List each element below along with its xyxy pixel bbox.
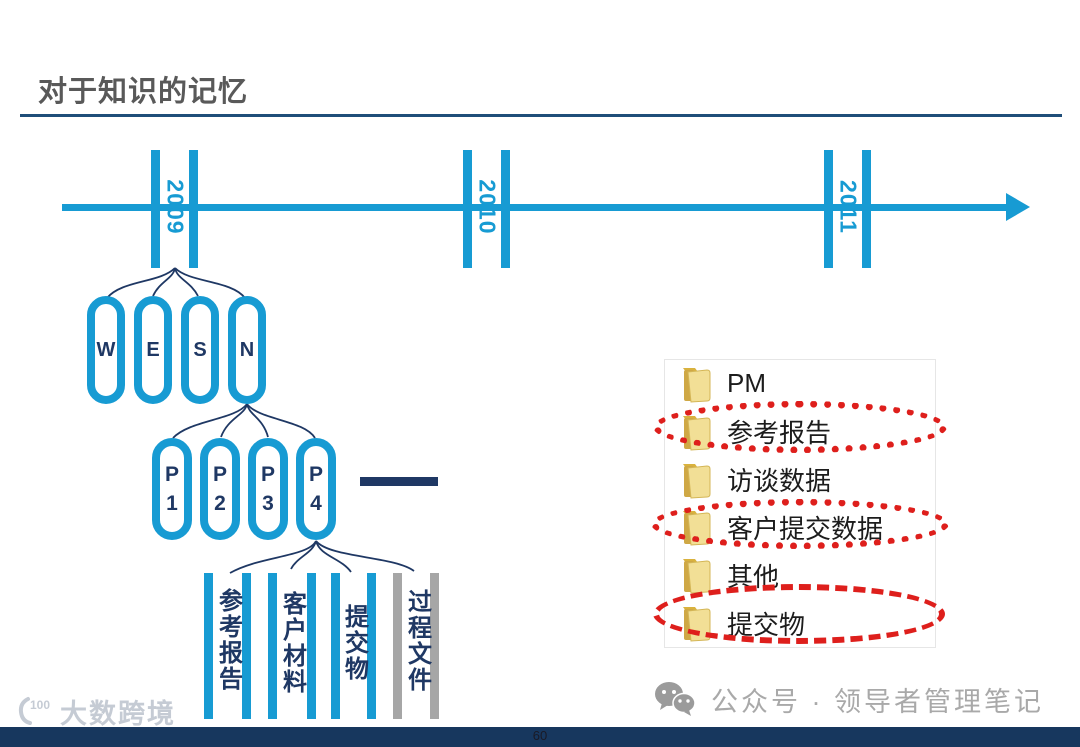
node-p1-number: 1 bbox=[166, 492, 178, 515]
node-w-label: W bbox=[96, 338, 116, 361]
timeline-tick bbox=[151, 150, 160, 268]
column-label-process-documents: 过程文件 bbox=[403, 589, 431, 693]
column-bar bbox=[268, 573, 277, 719]
node-n-label: N bbox=[239, 338, 255, 361]
year-label-2011: 2011 bbox=[835, 180, 862, 234]
column-bar bbox=[204, 573, 213, 719]
column-bar-gray bbox=[430, 573, 439, 719]
folder-item-interview-data[interactable]: 访谈数据 bbox=[665, 456, 935, 504]
node-p1: P 1 bbox=[152, 438, 192, 540]
brand-logo-icon: 100 bbox=[18, 696, 50, 725]
column-label-deliverables: 提交物 bbox=[340, 604, 368, 682]
page-title: 对于知识的记忆 bbox=[38, 76, 249, 108]
node-p3-number: 3 bbox=[262, 492, 274, 515]
page-number: 60 bbox=[532, 728, 548, 743]
bottom-border-bar bbox=[0, 727, 1080, 747]
folder-label: PM bbox=[727, 368, 766, 399]
node-p2-letter: P bbox=[212, 462, 227, 486]
timeline-tick bbox=[501, 150, 510, 268]
column-bar bbox=[307, 573, 316, 719]
timeline-tick bbox=[189, 150, 198, 268]
brand-watermark: 100 大数跨境 bbox=[14, 692, 176, 731]
node-p2-number: 2 bbox=[214, 492, 226, 515]
folder-label: 访谈数据 bbox=[727, 466, 832, 497]
wechat-watermark-text: 公众号 · 领导者管理笔记 bbox=[711, 687, 1044, 717]
column-bar-gray bbox=[393, 573, 402, 719]
node-w: W bbox=[87, 296, 125, 404]
wechat-icon bbox=[655, 682, 696, 716]
highlight-ellipse-reference-reports bbox=[653, 401, 947, 453]
node-s: S bbox=[181, 296, 219, 404]
highlight-ellipse-client-submitted-data bbox=[651, 499, 949, 549]
folder-icon bbox=[683, 463, 711, 499]
folder-item-pm[interactable]: PM bbox=[665, 360, 935, 408]
node-p4: P 4 bbox=[296, 438, 336, 540]
node-n: N bbox=[228, 296, 266, 404]
node-e: E bbox=[134, 296, 172, 404]
folder-icon bbox=[683, 367, 711, 403]
node-p4-letter: P bbox=[308, 462, 323, 486]
column-bar bbox=[367, 573, 376, 719]
title-underline bbox=[20, 114, 1062, 117]
brand-name: 大数跨境 bbox=[60, 699, 176, 729]
folder-icon bbox=[683, 559, 711, 594]
column-label-reference-reports: 参考报告 bbox=[214, 588, 242, 692]
column-bar bbox=[331, 573, 340, 719]
timeline-tick bbox=[463, 150, 472, 268]
node-p4-number: 4 bbox=[310, 492, 322, 515]
wechat-watermark: 公众号 · 领导者管理笔记 bbox=[653, 680, 1044, 719]
column-bar bbox=[242, 573, 251, 719]
timeline-arrow-icon bbox=[1006, 193, 1030, 221]
timeline-axis bbox=[62, 204, 1010, 211]
node-p2: P 2 bbox=[200, 438, 240, 540]
brand-mark-text: 100 bbox=[30, 698, 50, 712]
year-label-2009: 2009 bbox=[162, 179, 189, 235]
p4-dash bbox=[360, 477, 438, 486]
highlight-ellipse-deliverables bbox=[653, 584, 945, 644]
year-label-2010: 2010 bbox=[474, 179, 501, 235]
node-p3-letter: P bbox=[260, 462, 275, 486]
column-label-client-materials: 客户材料 bbox=[278, 591, 306, 695]
node-p1-letter: P bbox=[164, 462, 179, 486]
node-p3: P 3 bbox=[248, 438, 288, 540]
node-s-label: S bbox=[193, 338, 207, 361]
node-e-label: E bbox=[146, 338, 160, 361]
timeline-tick bbox=[862, 150, 871, 268]
timeline-tick bbox=[824, 150, 833, 268]
